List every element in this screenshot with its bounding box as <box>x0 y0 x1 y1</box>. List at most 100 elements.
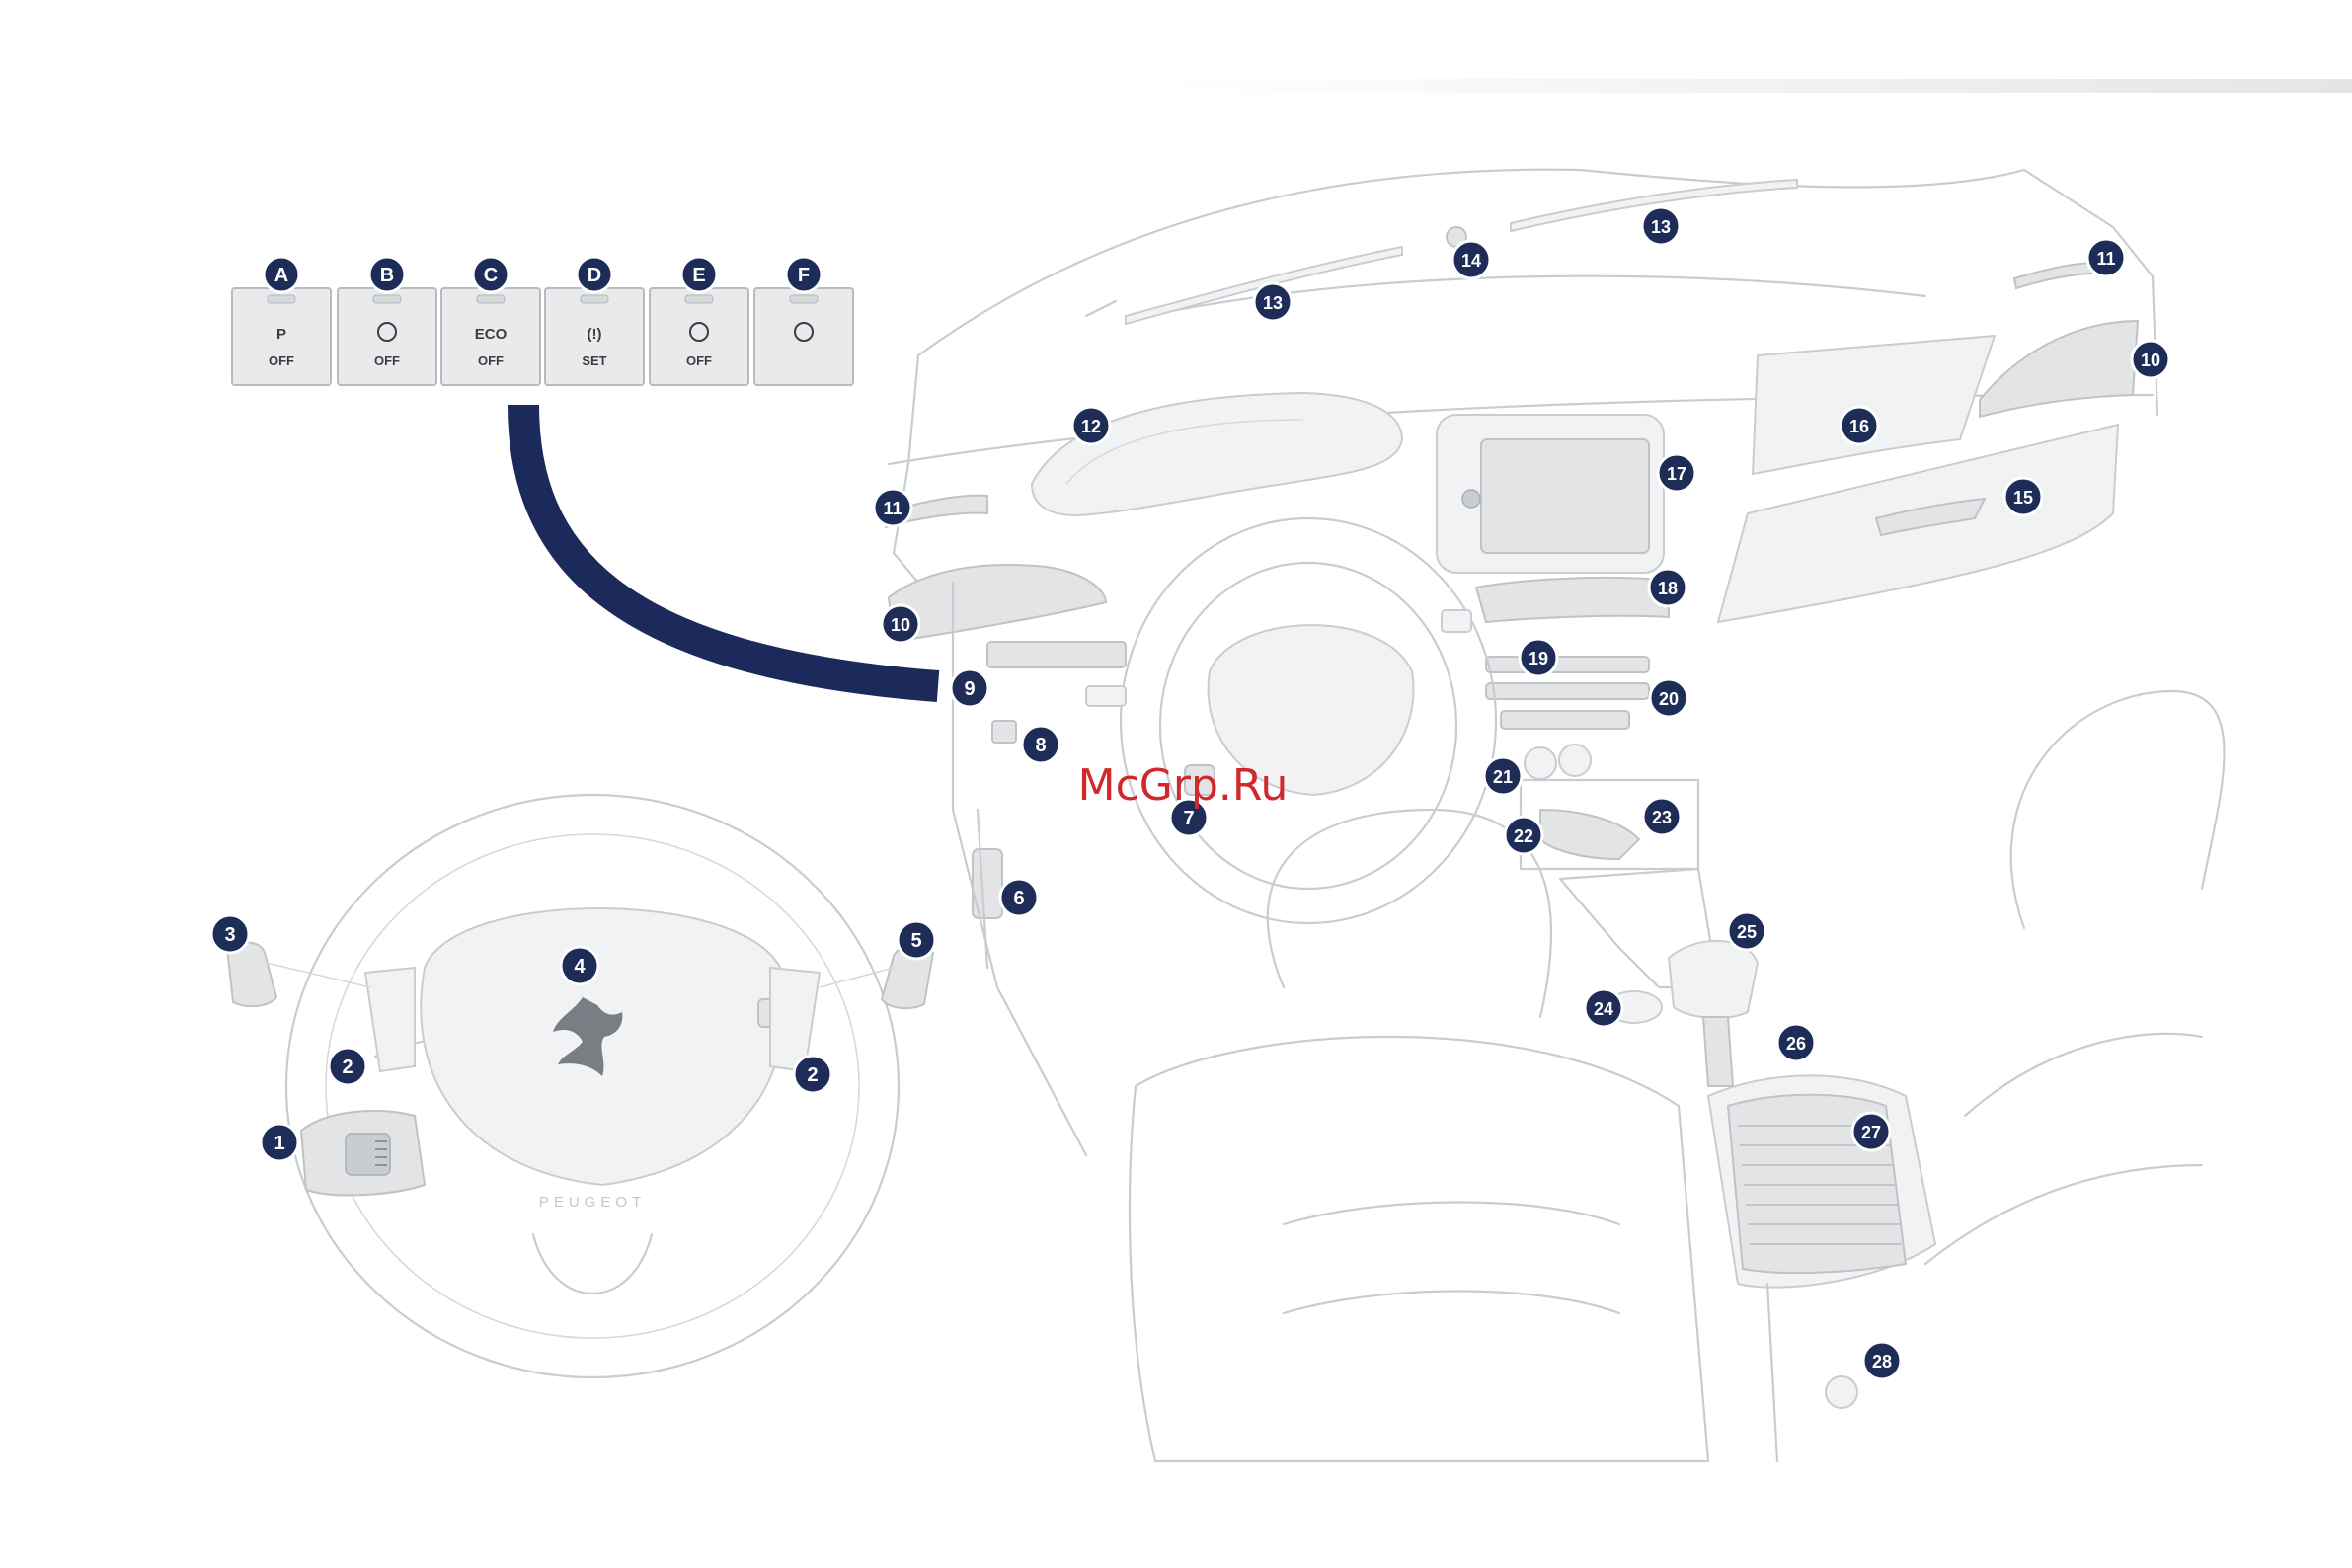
callout-2: 2 <box>794 1056 831 1093</box>
callout-3: 3 <box>211 915 249 953</box>
callout-c: C <box>473 257 509 292</box>
callout-number: 19 <box>1529 649 1548 668</box>
callout-19: 19 <box>1520 639 1557 676</box>
callout-number: 18 <box>1658 579 1678 598</box>
callout-number: 26 <box>1786 1034 1806 1054</box>
callout-number: 2 <box>342 1057 353 1078</box>
callout-9: 9 <box>951 669 988 707</box>
callout-13: 13 <box>1642 207 1680 245</box>
callout-number: 8 <box>1035 735 1046 756</box>
callout-number: 10 <box>2141 351 2160 370</box>
switch-label-top: ECO <box>475 326 508 343</box>
callout-number: 6 <box>1013 888 1024 909</box>
callout-4: 4 <box>561 947 598 984</box>
callout-number: 21 <box>1493 767 1513 787</box>
switch-e[interactable]: OFF <box>650 288 748 385</box>
callout-13: 13 <box>1254 283 1292 321</box>
switch-label-top: P <box>276 326 286 343</box>
callout-2: 2 <box>329 1048 366 1085</box>
callout-24: 24 <box>1585 989 1622 1027</box>
callout-25: 25 <box>1728 912 1765 950</box>
callout-number: 23 <box>1652 808 1672 827</box>
callout-number: 1 <box>274 1133 284 1154</box>
callout-8: 8 <box>1022 726 1059 763</box>
callout-f: F <box>786 257 822 292</box>
callout-number: 7 <box>1183 808 1194 829</box>
callout-number: 5 <box>910 930 921 952</box>
callout-26: 26 <box>1777 1024 1815 1061</box>
callout-d: D <box>577 257 612 292</box>
callout-b: B <box>369 257 405 292</box>
switch-a[interactable]: P OFF <box>232 288 331 385</box>
switch-label-bottom: OFF <box>478 353 504 368</box>
callout-letter: A <box>274 265 288 286</box>
callout-number: 14 <box>1461 251 1481 271</box>
wheel-brand-text: PEUGEOT <box>539 1194 646 1211</box>
callout-number: 28 <box>1872 1352 1892 1372</box>
callout-10: 10 <box>2132 341 2169 378</box>
switch-f[interactable] <box>754 288 853 385</box>
callout-28: 28 <box>1863 1342 1901 1379</box>
callout-e: E <box>681 257 717 292</box>
callout-17: 17 <box>1658 454 1695 492</box>
indicator-led <box>373 295 401 303</box>
callout-number: 13 <box>1651 217 1671 237</box>
callout-11: 11 <box>874 489 911 526</box>
callout-27: 27 <box>1852 1113 1890 1150</box>
connector-line <box>523 405 938 686</box>
callout-letter: F <box>798 265 810 286</box>
callout-a: A <box>264 257 299 292</box>
callout-number: 3 <box>224 924 235 946</box>
callout-number: 11 <box>2096 249 2115 269</box>
switch-label-top: (!) <box>588 326 602 343</box>
callout-23: 23 <box>1643 798 1681 835</box>
callout-5: 5 <box>898 921 935 959</box>
callout-number: 10 <box>891 615 910 635</box>
indicator-led <box>581 295 608 303</box>
header-rule <box>1165 79 2352 93</box>
callout-1: 1 <box>261 1124 298 1161</box>
callout-number: 17 <box>1667 464 1686 484</box>
callout-number: 13 <box>1263 293 1283 313</box>
callout-number: 15 <box>2013 488 2033 508</box>
callout-10: 10 <box>882 605 919 643</box>
callout-number: 16 <box>1849 417 1869 436</box>
callout-22: 22 <box>1505 817 1542 854</box>
callout-number: 9 <box>964 678 975 700</box>
indicator-led <box>268 295 295 303</box>
callout-letter: D <box>588 265 601 286</box>
switch-label-bottom: OFF <box>269 353 294 368</box>
callout-21: 21 <box>1484 757 1522 795</box>
callout-20: 20 <box>1650 679 1687 717</box>
callout-number: 11 <box>883 499 902 518</box>
indicator-led <box>685 295 713 303</box>
switch-c[interactable]: ECO OFF <box>441 288 540 385</box>
callout-number: 27 <box>1861 1123 1881 1142</box>
callout-16: 16 <box>1841 407 1878 444</box>
switch-label-bottom: OFF <box>374 353 400 368</box>
switch-d[interactable]: (!) SET <box>545 288 644 385</box>
switch-label-bottom: OFF <box>686 353 712 368</box>
callout-letter: B <box>380 265 394 286</box>
callout-number: 4 <box>574 956 586 978</box>
callout-number: 24 <box>1594 999 1613 1019</box>
callout-18: 18 <box>1649 569 1686 606</box>
callout-letter: C <box>484 265 498 286</box>
indicator-led <box>477 295 505 303</box>
switch-b[interactable]: OFF <box>338 288 436 385</box>
callout-15: 15 <box>2004 478 2042 515</box>
switch-label-bottom: SET <box>582 353 606 368</box>
dashboard-illustration <box>884 170 2225 1461</box>
callout-14: 14 <box>1452 241 1490 278</box>
callout-number: 22 <box>1514 826 1533 846</box>
switch-panel: P OFF A OFF B ECO OFF C (!) SET D OFF E F <box>232 257 853 385</box>
callout-number: 25 <box>1737 922 1757 942</box>
callout-number: 20 <box>1659 689 1679 709</box>
watermark-text: McGrp.Ru <box>1078 760 1289 811</box>
callout-6: 6 <box>1000 879 1038 916</box>
indicator-led <box>790 295 818 303</box>
callout-number: 2 <box>807 1064 818 1086</box>
callout-12: 12 <box>1072 407 1110 444</box>
callout-number: 12 <box>1081 417 1101 436</box>
